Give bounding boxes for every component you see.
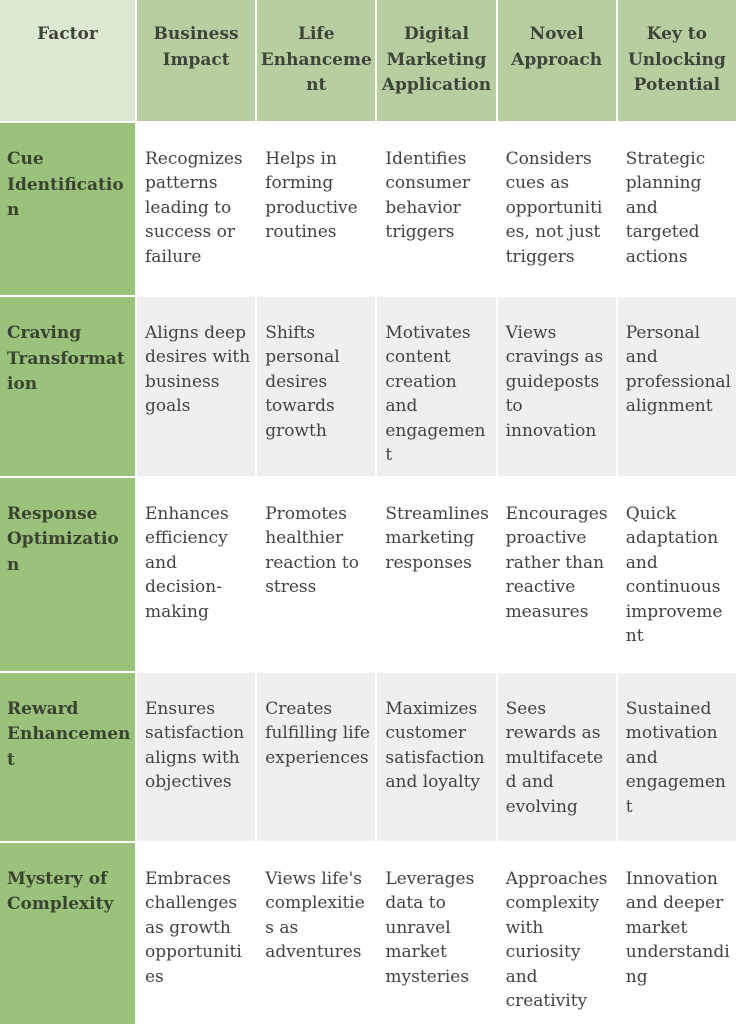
body-cell: Views cravings as guideposts to innovati… bbox=[497, 297, 616, 476]
body-cell: Creates fulfilling life experiences bbox=[257, 672, 376, 841]
table-row-cue-identification: Cue Identification Recognizes patterns l… bbox=[0, 123, 736, 295]
body-cell: Sustained motivation and engagement bbox=[617, 672, 736, 841]
body-cell: Encourages proactive rather than reactiv… bbox=[497, 477, 616, 671]
body-cell: Recognizes patterns leading to success o… bbox=[137, 123, 256, 295]
body-cell: Motivates content creation and engagemen… bbox=[377, 297, 496, 476]
body-cell: Quick adaptation and continuous improvem… bbox=[617, 477, 736, 671]
table-row-craving-transformation: Craving Transformation Aligns deep desir… bbox=[0, 297, 736, 476]
body-cell: Streamlines marketing responses bbox=[377, 477, 496, 671]
body-cell: Identifies consumer behavior triggers bbox=[377, 123, 496, 295]
body-cell: Sees rewards as multifaceted and evolvin… bbox=[497, 672, 616, 841]
body-cell: Promotes healthier reaction to stress bbox=[257, 477, 376, 671]
header-cell-factor: Factor bbox=[0, 0, 135, 121]
body-cell: Considers cues as opportunities, not jus… bbox=[497, 123, 616, 295]
row-label-cell: Response Optimization bbox=[0, 477, 135, 671]
body-cell: Embraces challenges as growth opportunit… bbox=[137, 842, 256, 1024]
body-cell: Innovation and deeper market understandi… bbox=[617, 842, 736, 1024]
body-cell: Approaches complexity with curiosity and… bbox=[497, 842, 616, 1024]
header-cell-novel-approach: Novel Approach bbox=[497, 0, 616, 121]
header-cell-life-enhancement: Life Enhancement bbox=[257, 0, 376, 121]
body-cell: Personal and professional alignment bbox=[617, 297, 736, 476]
table-header-row: Factor Business Impact Life Enhancement … bbox=[0, 0, 736, 121]
header-cell-key-to-unlocking-potential: Key to Unlocking Potential bbox=[617, 0, 736, 121]
body-cell: Strategic planning and targeted actions bbox=[617, 123, 736, 295]
row-label-cell: Cue Identification bbox=[0, 123, 135, 295]
body-cell: Helps in forming productive routines bbox=[257, 123, 376, 295]
body-cell: Ensures satisfaction aligns with objecti… bbox=[137, 672, 256, 841]
table-row-mystery-of-complexity: Mystery of Complexity Embraces challenge… bbox=[0, 842, 736, 1024]
header-cell-business-impact: Business Impact bbox=[137, 0, 256, 121]
body-cell: Maximizes customer satisfaction and loya… bbox=[377, 672, 496, 841]
header-cell-digital-marketing-application: Digital Marketing Application bbox=[377, 0, 496, 121]
body-cell: Views life's complexities as adventures bbox=[257, 842, 376, 1024]
body-cell: Leverages data to unravel market mysteri… bbox=[377, 842, 496, 1024]
table-row-response-optimization: Response Optimization Enhances efficienc… bbox=[0, 477, 736, 671]
row-label-cell: Craving Transformation bbox=[0, 297, 135, 476]
body-cell: Aligns deep desires with business goals bbox=[137, 297, 256, 476]
table-row-reward-enhancement: Reward Enhancement Ensures satisfaction … bbox=[0, 672, 736, 841]
body-cell: Enhances efficiency and decision-making bbox=[137, 477, 256, 671]
row-label-cell: Mystery of Complexity bbox=[0, 842, 135, 1024]
row-label-cell: Reward Enhancement bbox=[0, 672, 135, 841]
body-cell: Shifts personal desires towards growth bbox=[257, 297, 376, 476]
